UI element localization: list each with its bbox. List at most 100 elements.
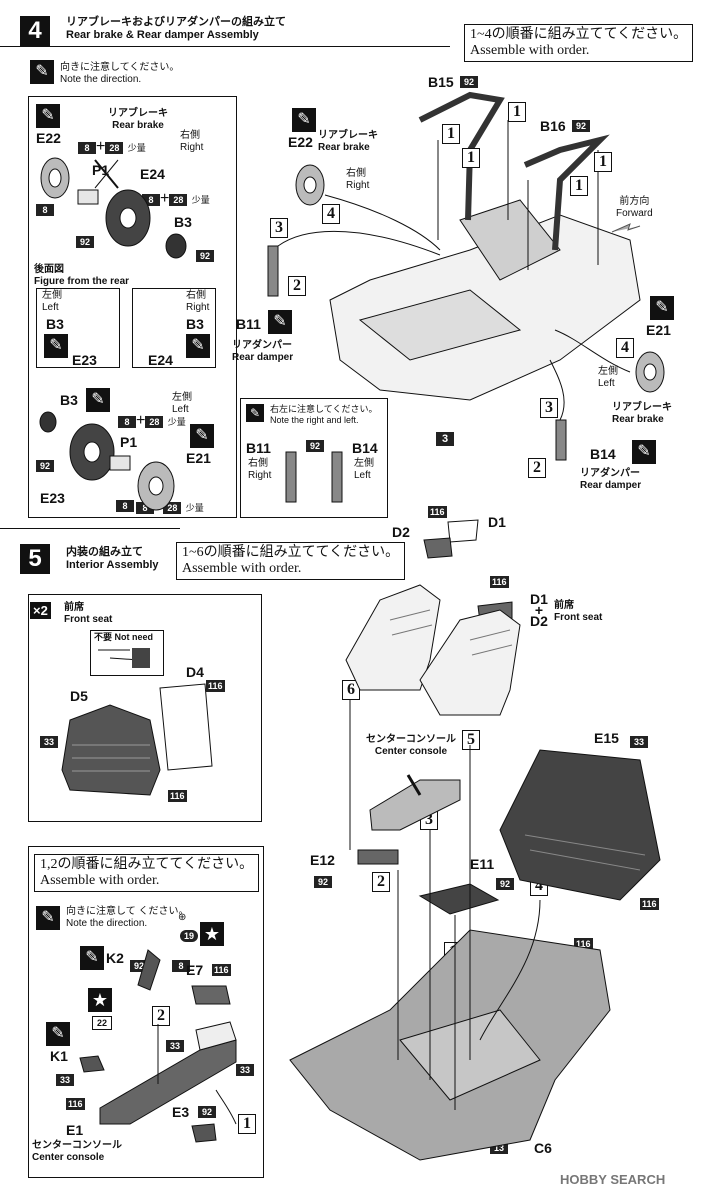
right-jp: 右側 [346, 168, 366, 179]
right-jp: 右側 [248, 458, 268, 469]
globe-icon: ⊕ [178, 912, 187, 923]
a-little-jp: 少量 [127, 143, 146, 153]
note-right-left-box [240, 398, 388, 518]
step-5-divider [0, 528, 180, 529]
part-k1: K1 [50, 1048, 68, 1064]
part-b16: B16 [540, 118, 566, 134]
part-e21: E21 [646, 322, 671, 338]
part-d1: D1 [530, 591, 548, 607]
direction-note-jp: 向きに注意してください。 [60, 62, 180, 73]
left-jp: 左側 [172, 392, 192, 403]
glue-icon: ✎ [44, 334, 68, 358]
left-label-note: 左側 Left [354, 458, 374, 482]
left-label: 左側 Left [172, 392, 192, 416]
console-direction-note: 向きに注意して ください。 Note the direction. [66, 906, 188, 930]
part-b15: B15 [428, 74, 454, 90]
part-e23: E23 [40, 490, 65, 506]
paint-92: 92 [460, 76, 478, 88]
paint-92: 92 [76, 236, 94, 248]
watermark: HOBBY SEARCH [560, 1172, 666, 1187]
step-num-2: 2 [528, 458, 546, 478]
forward-jp: 前方向 [619, 196, 650, 207]
paint-116: 116 [66, 1098, 85, 1110]
center-console-label-main: センターコンソール Center console [366, 734, 456, 758]
part-b14: B14 [590, 446, 616, 462]
step-4-order-en: Assemble with order. [470, 43, 590, 58]
step-num-1: 1 [462, 148, 480, 168]
note-right-left-en: Note the right and left. [270, 415, 359, 425]
paint-116: 116 [640, 898, 659, 910]
paint-33: 33 [630, 736, 648, 748]
console-direction-en: Note the direction. [66, 918, 148, 929]
step-4-title-jp: リアブレーキおよびリアダンパーの組み立て [66, 16, 286, 28]
part-e15: E15 [594, 730, 619, 746]
glue-icon: ✎ [36, 104, 60, 128]
right-en: Right [180, 142, 204, 153]
star-icon: ★ [200, 922, 224, 946]
right-en: Right [186, 302, 210, 313]
paint-22: 22 [92, 1016, 112, 1030]
part-d1-d2: D1 + D2 [530, 591, 548, 629]
paint-92: 92 [36, 460, 54, 472]
not-need-en: Not need [114, 632, 154, 642]
paint-116: 116 [428, 506, 447, 518]
front-seat-en: Front seat [64, 614, 113, 625]
part-b3: B3 [174, 214, 192, 230]
right-label-main: 右側 Right [346, 168, 369, 192]
part-p1: P1 [92, 162, 110, 178]
glue-icon: ✎ [292, 108, 316, 132]
right-label-note: 右側 Right [248, 458, 271, 482]
glue-icon: ✎ [80, 946, 104, 970]
center-console-en: Center console [32, 1152, 105, 1163]
direction-note: 向きに注意してください。 Note the direction. [60, 62, 179, 86]
part-e24: E24 [148, 352, 173, 368]
paint-33: 33 [236, 1064, 254, 1076]
paint-28: 28 [105, 142, 124, 154]
part-e23: E23 [72, 352, 97, 368]
step-5-order-jp: 1~6の順番に組み立ててください。 [182, 545, 400, 560]
right-jp: 右側 [186, 290, 206, 301]
forward-label: 前方向 Forward [616, 196, 653, 220]
rear-brake-jp: リアブレーキ [108, 108, 168, 119]
rear-damper-en: Rear damper [232, 352, 294, 363]
console-order-jp: 1,2の順番に組み立ててください。 [40, 857, 254, 872]
left-label: 左側 Left [42, 290, 62, 314]
console-order-en: Assemble with order. [40, 873, 160, 888]
paint-33: 33 [40, 736, 58, 748]
rear-brake-jp: リアブレーキ [612, 402, 672, 413]
part-b11: B11 [246, 440, 271, 456]
front-seat-label: 前席 Front seat [64, 602, 112, 626]
part-d1: D1 [488, 514, 506, 530]
paint-33: 33 [56, 1074, 74, 1086]
step-num-3: 3 [540, 398, 558, 418]
paint-8: 8 [118, 416, 136, 428]
figure-rear-en: Figure from the rear [34, 276, 130, 287]
paint-3: 3 [436, 432, 454, 446]
step-5-order-note: 1~6の順番に組み立ててください。 Assemble with order. [176, 542, 406, 580]
right-jp: 右側 [180, 130, 200, 141]
left-en: Left [598, 378, 615, 389]
paint-mix-label: 8+28 少量 [78, 138, 146, 156]
step-num-1: 1 [508, 102, 526, 122]
step-num-2: 2 [152, 1006, 170, 1026]
rear-damper-label-main: リアダンパー Rear damper [232, 340, 293, 364]
step-5-order-en: Assemble with order. [182, 561, 302, 576]
part-d2: D2 [530, 613, 548, 629]
figure-rear-jp: 後面図 [34, 264, 64, 275]
note-right-left: 右左に注意してください。 Note the right and left. [270, 404, 377, 426]
right-label: 右側 Right [180, 130, 203, 154]
a-little-jp: 少量 [185, 503, 204, 513]
front-seat-label-main: 前席 Front seat [554, 600, 602, 624]
part-c6: C6 [534, 1140, 552, 1156]
part-e7: E7 [186, 962, 204, 978]
part-p1: P1 [120, 434, 138, 450]
part-d2: D2 [392, 524, 410, 540]
paint-92: 92 [306, 440, 324, 452]
figure-rear-label: 後面図 Figure from the rear [34, 264, 129, 288]
step-num-1: 1 [570, 176, 588, 196]
direction-note-en: Note the direction. [60, 74, 142, 85]
